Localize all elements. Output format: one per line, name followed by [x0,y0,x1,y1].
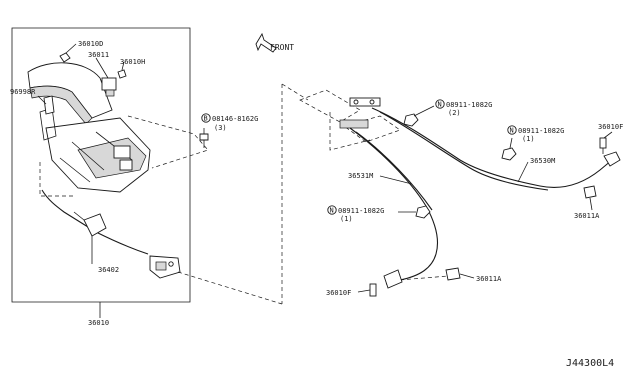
label-36010d: 36010D [78,40,103,48]
label-08911-c: 08911-1082G [338,207,384,215]
label-36010f-top: 36010F [598,123,623,131]
front-cable-36402 [41,189,149,255]
nut-n-symbol-b [507,125,517,135]
nut-n-letter-b: N [510,127,514,135]
cable-bracket-upper [339,97,381,129]
cable-end-right [583,151,621,199]
label-08911-b: 08911-1082G [518,127,564,135]
label-08911-c-qty: (1) [340,215,353,223]
equalizer-bracket [149,255,181,279]
diagram-code: J44300L4 [566,358,614,369]
bolt-b-symbol [201,113,211,123]
label-08911-a: 08911-1082G [446,101,492,109]
label-08911-b-qty: (1) [522,135,535,143]
label-36531m: 36531M [348,172,373,180]
rear-cable-36530m [371,107,613,188]
label-08146-qty: (3) [214,124,227,132]
label-36011a-right: 36011A [574,212,600,220]
cable-end-lower [383,269,403,289]
nut-n-symbol-a [435,99,445,109]
front-direction-arrow [255,32,277,53]
bolt-08146 [199,133,209,148]
assembly-frame [11,27,191,303]
rear-cable-36531m [349,127,439,285]
clip-36010f-bottom [369,283,377,297]
switch-36011 [101,77,117,97]
label-36010h: 36010H [120,58,145,66]
parking-brake-lever-assembly [27,62,151,193]
nut-n-letter-c: N [330,207,334,215]
front-label: FRONT [270,43,294,52]
nut-08911-upper [403,113,419,127]
label-36010f-bottom: 36010F [326,289,351,297]
label-08911-a-qty: (2) [448,109,461,117]
cover-96998r [43,95,55,115]
label-36402: 36402 [98,266,119,274]
clip-36010f-top [599,137,607,154]
bolt-b-letter: B [204,115,208,123]
clip-36010d [59,52,71,63]
nut-n-symbol-c [327,205,337,215]
nut-n-letter-a: N [438,101,442,109]
label-36010: 36010 [88,319,109,327]
nut-08911-lower [415,205,431,219]
nut-08911-right [501,147,517,161]
label-36011a-bottom: 36011A [476,275,502,283]
screw-36010h [117,69,127,79]
label-36011: 36011 [88,51,109,59]
label-08146: 08146-8162G [212,115,258,123]
label-96998r: 96998R [10,88,36,96]
bracket-36011a-bottom [445,267,461,281]
label-36530m: 36530M [530,157,555,165]
